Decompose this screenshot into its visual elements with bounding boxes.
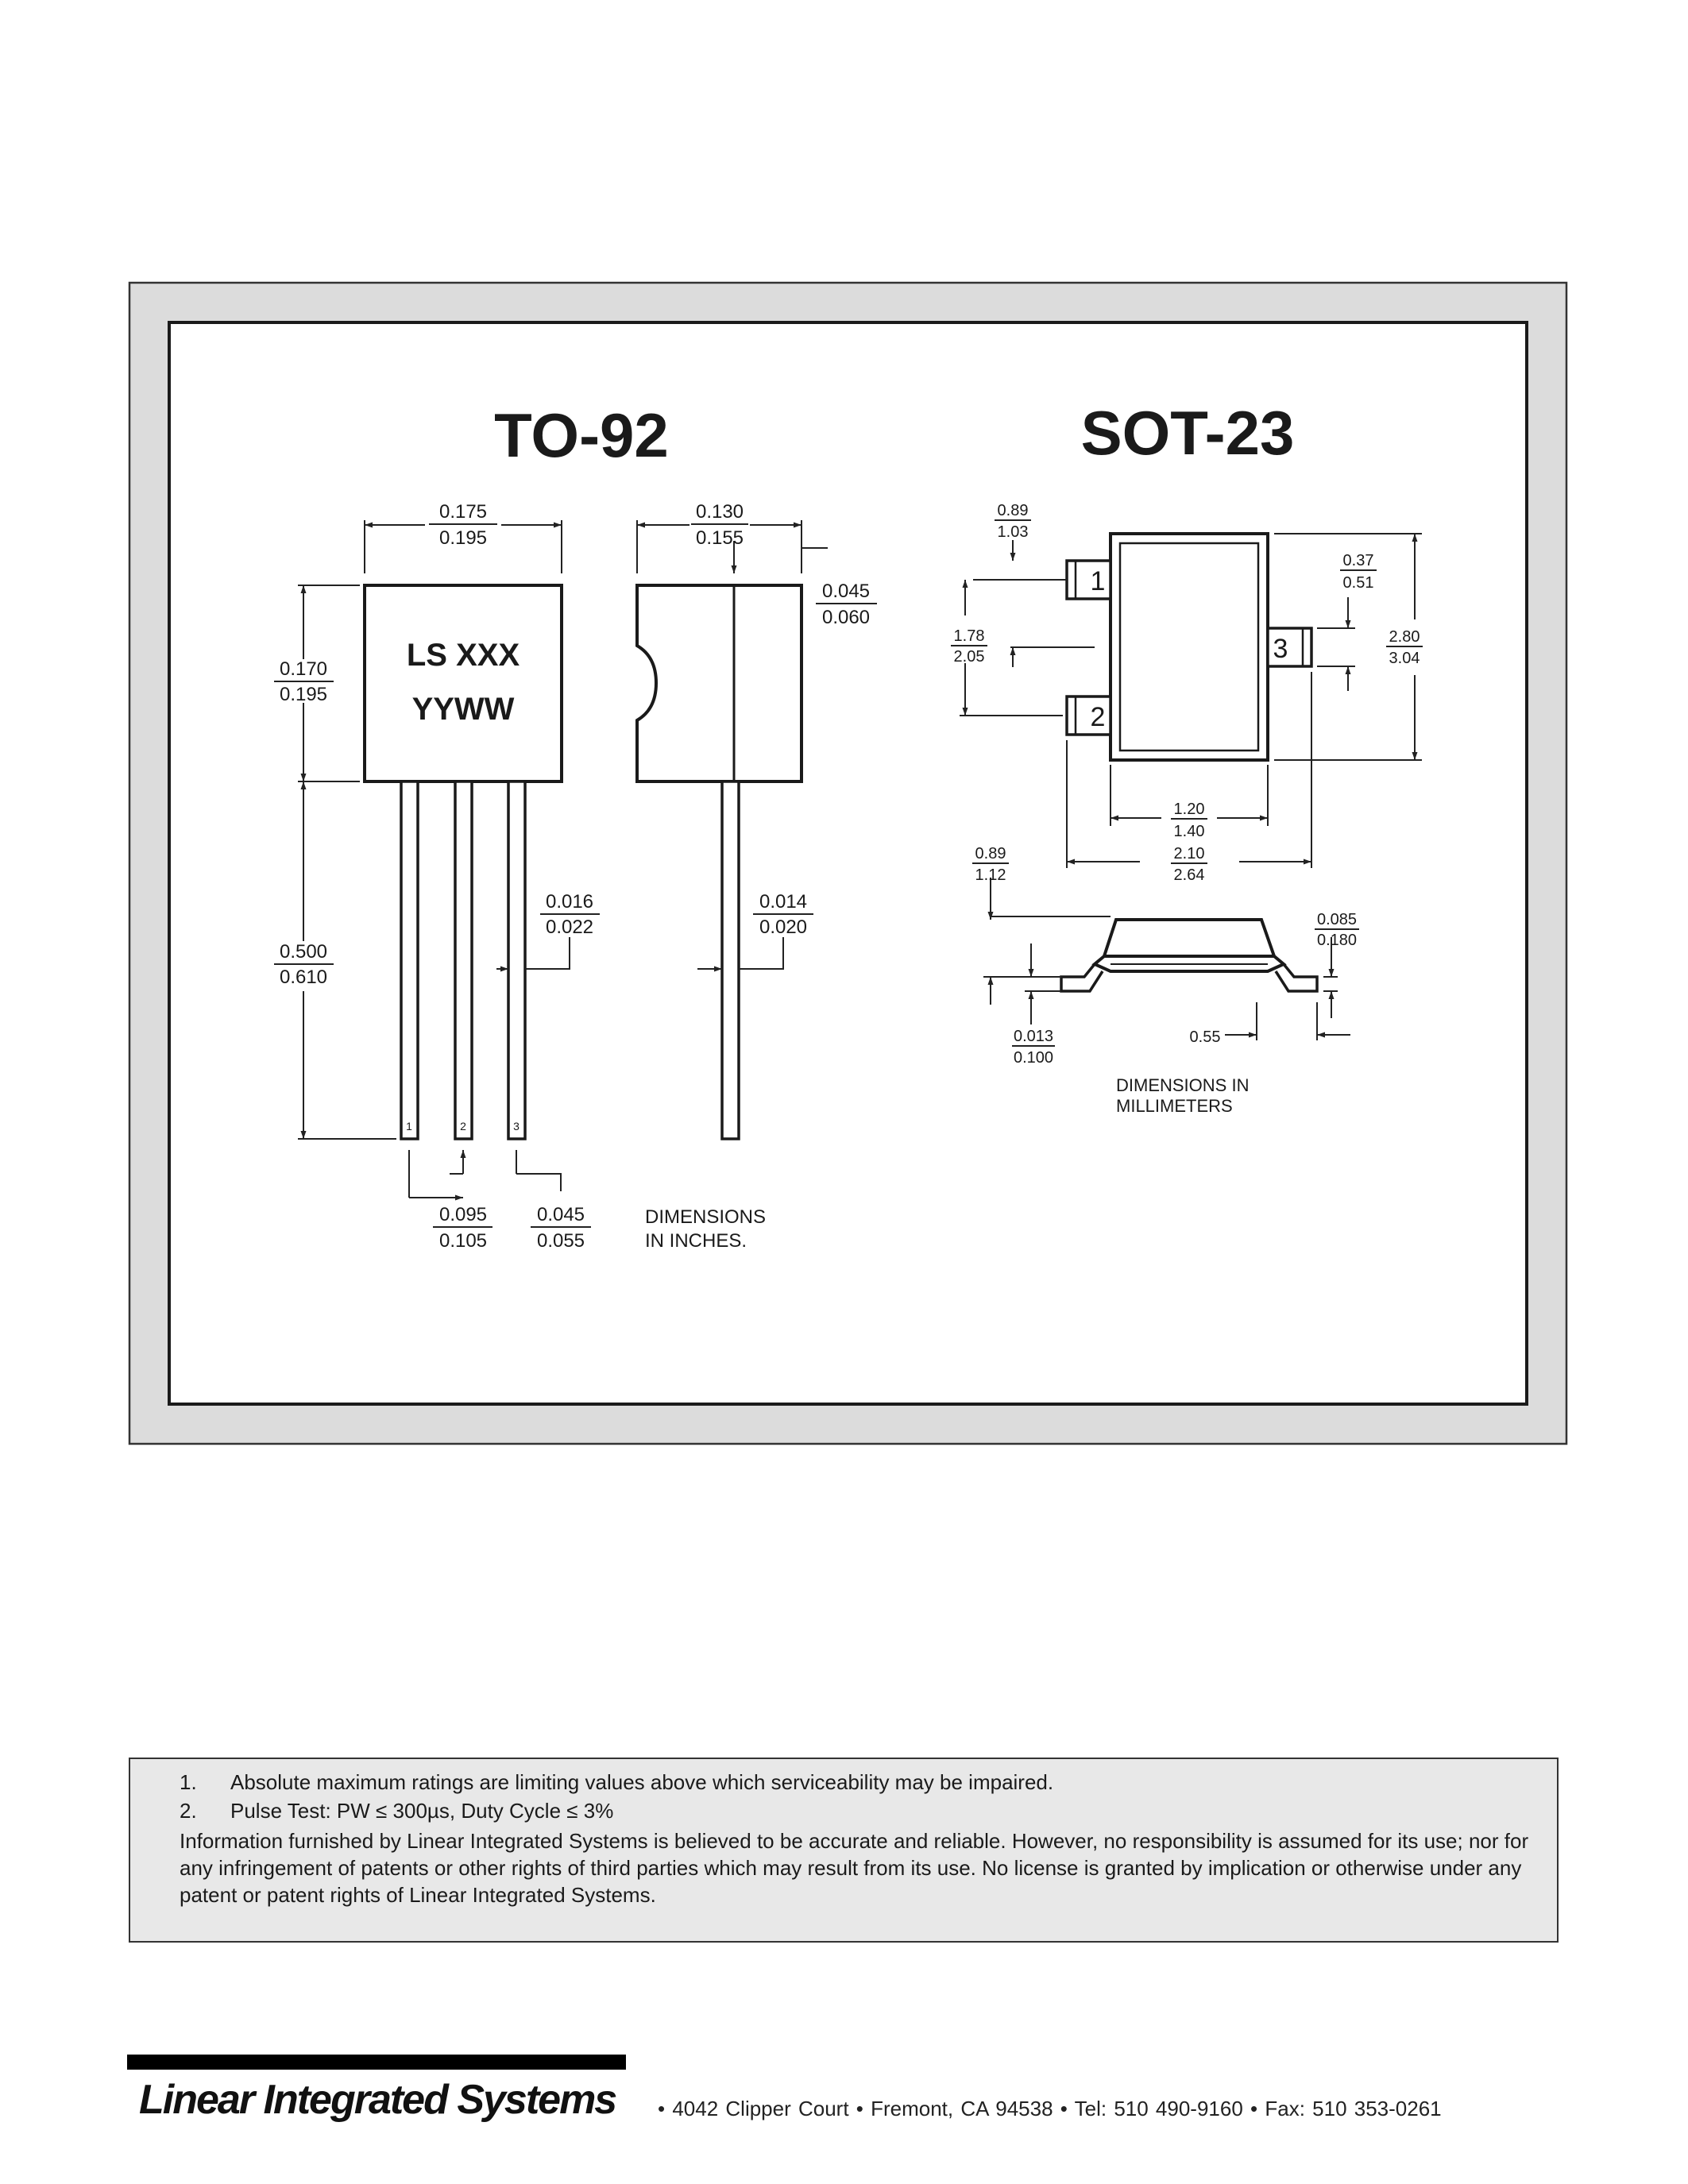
company-name: Linear Integrated Systems xyxy=(139,2077,617,2123)
sot23-lead-t-max: 0.085 xyxy=(1317,911,1357,928)
sot23-length-max: 2.80 xyxy=(1389,628,1420,646)
inner-frame xyxy=(168,321,1528,1406)
sot23-pitch-min: 2.05 xyxy=(954,648,985,666)
to92-lead-len-min: 0.610 xyxy=(280,967,327,988)
sot23-pad-min: 1.03 xyxy=(998,523,1029,541)
to92-lead-1 xyxy=(400,780,419,1140)
sot23-side-lead-left xyxy=(1060,963,1104,993)
to92-width-max: 0.175 xyxy=(439,501,487,523)
note-text: Pulse Test: PW ≤ 300µs, Duty Cycle ≤ 3% xyxy=(230,1799,614,1823)
sot23-body-w-min: 1.40 xyxy=(1174,823,1205,840)
sot23-standoff-min: 0.100 xyxy=(1014,1049,1053,1067)
to92-side-lead xyxy=(720,780,740,1140)
to92-lead-len-max: 0.500 xyxy=(280,941,327,963)
to92-flat-max: 0.045 xyxy=(822,581,870,602)
sot23-pad-max: 0.89 xyxy=(998,502,1029,519)
to92-pitch-max: 0.095 xyxy=(439,1204,487,1225)
sot23-units-note-line2: MILLIMETERS xyxy=(1116,1096,1233,1116)
sot23-lead-t-min: 0.180 xyxy=(1317,932,1357,949)
sot23-total-w-max: 2.10 xyxy=(1174,845,1205,862)
sot23-side-lead-right xyxy=(1274,963,1319,993)
to92-marking-line1: LS XXX xyxy=(407,638,520,673)
to92-pin-3-label: 3 xyxy=(513,1120,520,1133)
to92-pin-1-label: 1 xyxy=(406,1120,412,1133)
sot23-body-inner xyxy=(1118,542,1260,752)
to92-lead-3 xyxy=(507,780,527,1140)
sot23-side-view xyxy=(1060,918,1319,993)
to92-lead-spc-min: 0.055 xyxy=(537,1230,585,1252)
to92-depth-max: 0.130 xyxy=(696,501,744,523)
sot23-body-w-max: 1.20 xyxy=(1174,801,1205,818)
to92-units-note-line1: DIMENSIONS xyxy=(645,1206,766,1228)
to92-height-max: 0.170 xyxy=(280,658,327,680)
to92-pin-2-label: 2 xyxy=(460,1120,466,1133)
sot23-pitch-max: 1.78 xyxy=(954,627,985,645)
footer-rule xyxy=(127,2055,626,2070)
to92-lead-t-min: 0.020 xyxy=(759,916,807,938)
to92-lead-t-max: 0.014 xyxy=(759,891,807,913)
to92-body xyxy=(363,584,563,783)
to92-depth-min: 0.155 xyxy=(696,527,744,549)
to92-units-note-line2: IN INCHES. xyxy=(645,1230,747,1252)
sot23-side-body xyxy=(1102,918,1277,958)
to92-lead-w-min: 0.022 xyxy=(546,916,593,938)
sot23-pin-2 xyxy=(1065,695,1112,736)
note-number: 1. xyxy=(180,1770,197,1794)
sot23-pin-2-label: 2 xyxy=(1091,702,1106,732)
to92-pitch-min: 0.105 xyxy=(439,1230,487,1252)
sot23-total-w-min: 2.64 xyxy=(1174,866,1205,884)
to92-width-min: 0.195 xyxy=(439,527,487,549)
sot23-pin-1-label: 1 xyxy=(1091,566,1106,596)
to92-lead-2 xyxy=(454,780,473,1140)
to92-lead-w-max: 0.016 xyxy=(546,891,593,913)
note-item: 2. Pulse Test: PW ≤ 300µs, Duty Cycle ≤ … xyxy=(180,1797,1557,1824)
sot23-standoff-max: 0.013 xyxy=(1014,1028,1053,1045)
sot23-pin-3-label: 3 xyxy=(1273,634,1288,664)
sot23-units-note-line1: DIMENSIONS IN xyxy=(1116,1075,1249,1095)
sot23-lead-w-max: 0.37 xyxy=(1343,552,1374,569)
sot23-length-min: 3.04 xyxy=(1389,650,1420,667)
company-address: • 4042 Clipper Court • Fremont, CA 94538… xyxy=(658,2097,1442,2120)
to92-lead-spc-max: 0.045 xyxy=(537,1204,585,1225)
to92-flat-min: 0.060 xyxy=(822,607,870,628)
sot23-pin-3 xyxy=(1266,627,1313,668)
notes-box: 1. Absolute maximum ratings are limiting… xyxy=(129,1758,1559,1943)
sot23-top-dimension-lines xyxy=(960,533,1422,868)
note-number: 2. xyxy=(180,1799,197,1823)
note-item: 1. Absolute maximum ratings are limiting… xyxy=(180,1769,1557,1796)
to92-marking-line2: YYWW xyxy=(412,692,515,727)
sot23-height-min: 1.12 xyxy=(975,866,1006,884)
sot23-height-max: 0.89 xyxy=(975,845,1006,862)
sot23-top-view xyxy=(1065,532,1313,762)
to92-front-view xyxy=(363,584,563,1140)
to92-side-body xyxy=(635,584,803,783)
to92-side-view xyxy=(635,584,803,1140)
sot23-side-dimension-lines xyxy=(983,878,1350,1040)
disclaimer-text: Information furnished by Linear Integrat… xyxy=(180,1829,1529,1907)
sot23-foot-length: 0.55 xyxy=(1190,1028,1221,1046)
to92-pitch-arrows xyxy=(433,1150,466,1201)
sot23-lead-w-min: 0.51 xyxy=(1343,574,1374,592)
sot23-title: SOT-23 xyxy=(1081,398,1295,468)
to92-title: TO-92 xyxy=(494,400,669,470)
note-text: Absolute maximum ratings are limiting va… xyxy=(230,1770,1054,1794)
to92-dimension-lines xyxy=(298,520,828,1198)
to92-height-min: 0.195 xyxy=(280,684,327,705)
